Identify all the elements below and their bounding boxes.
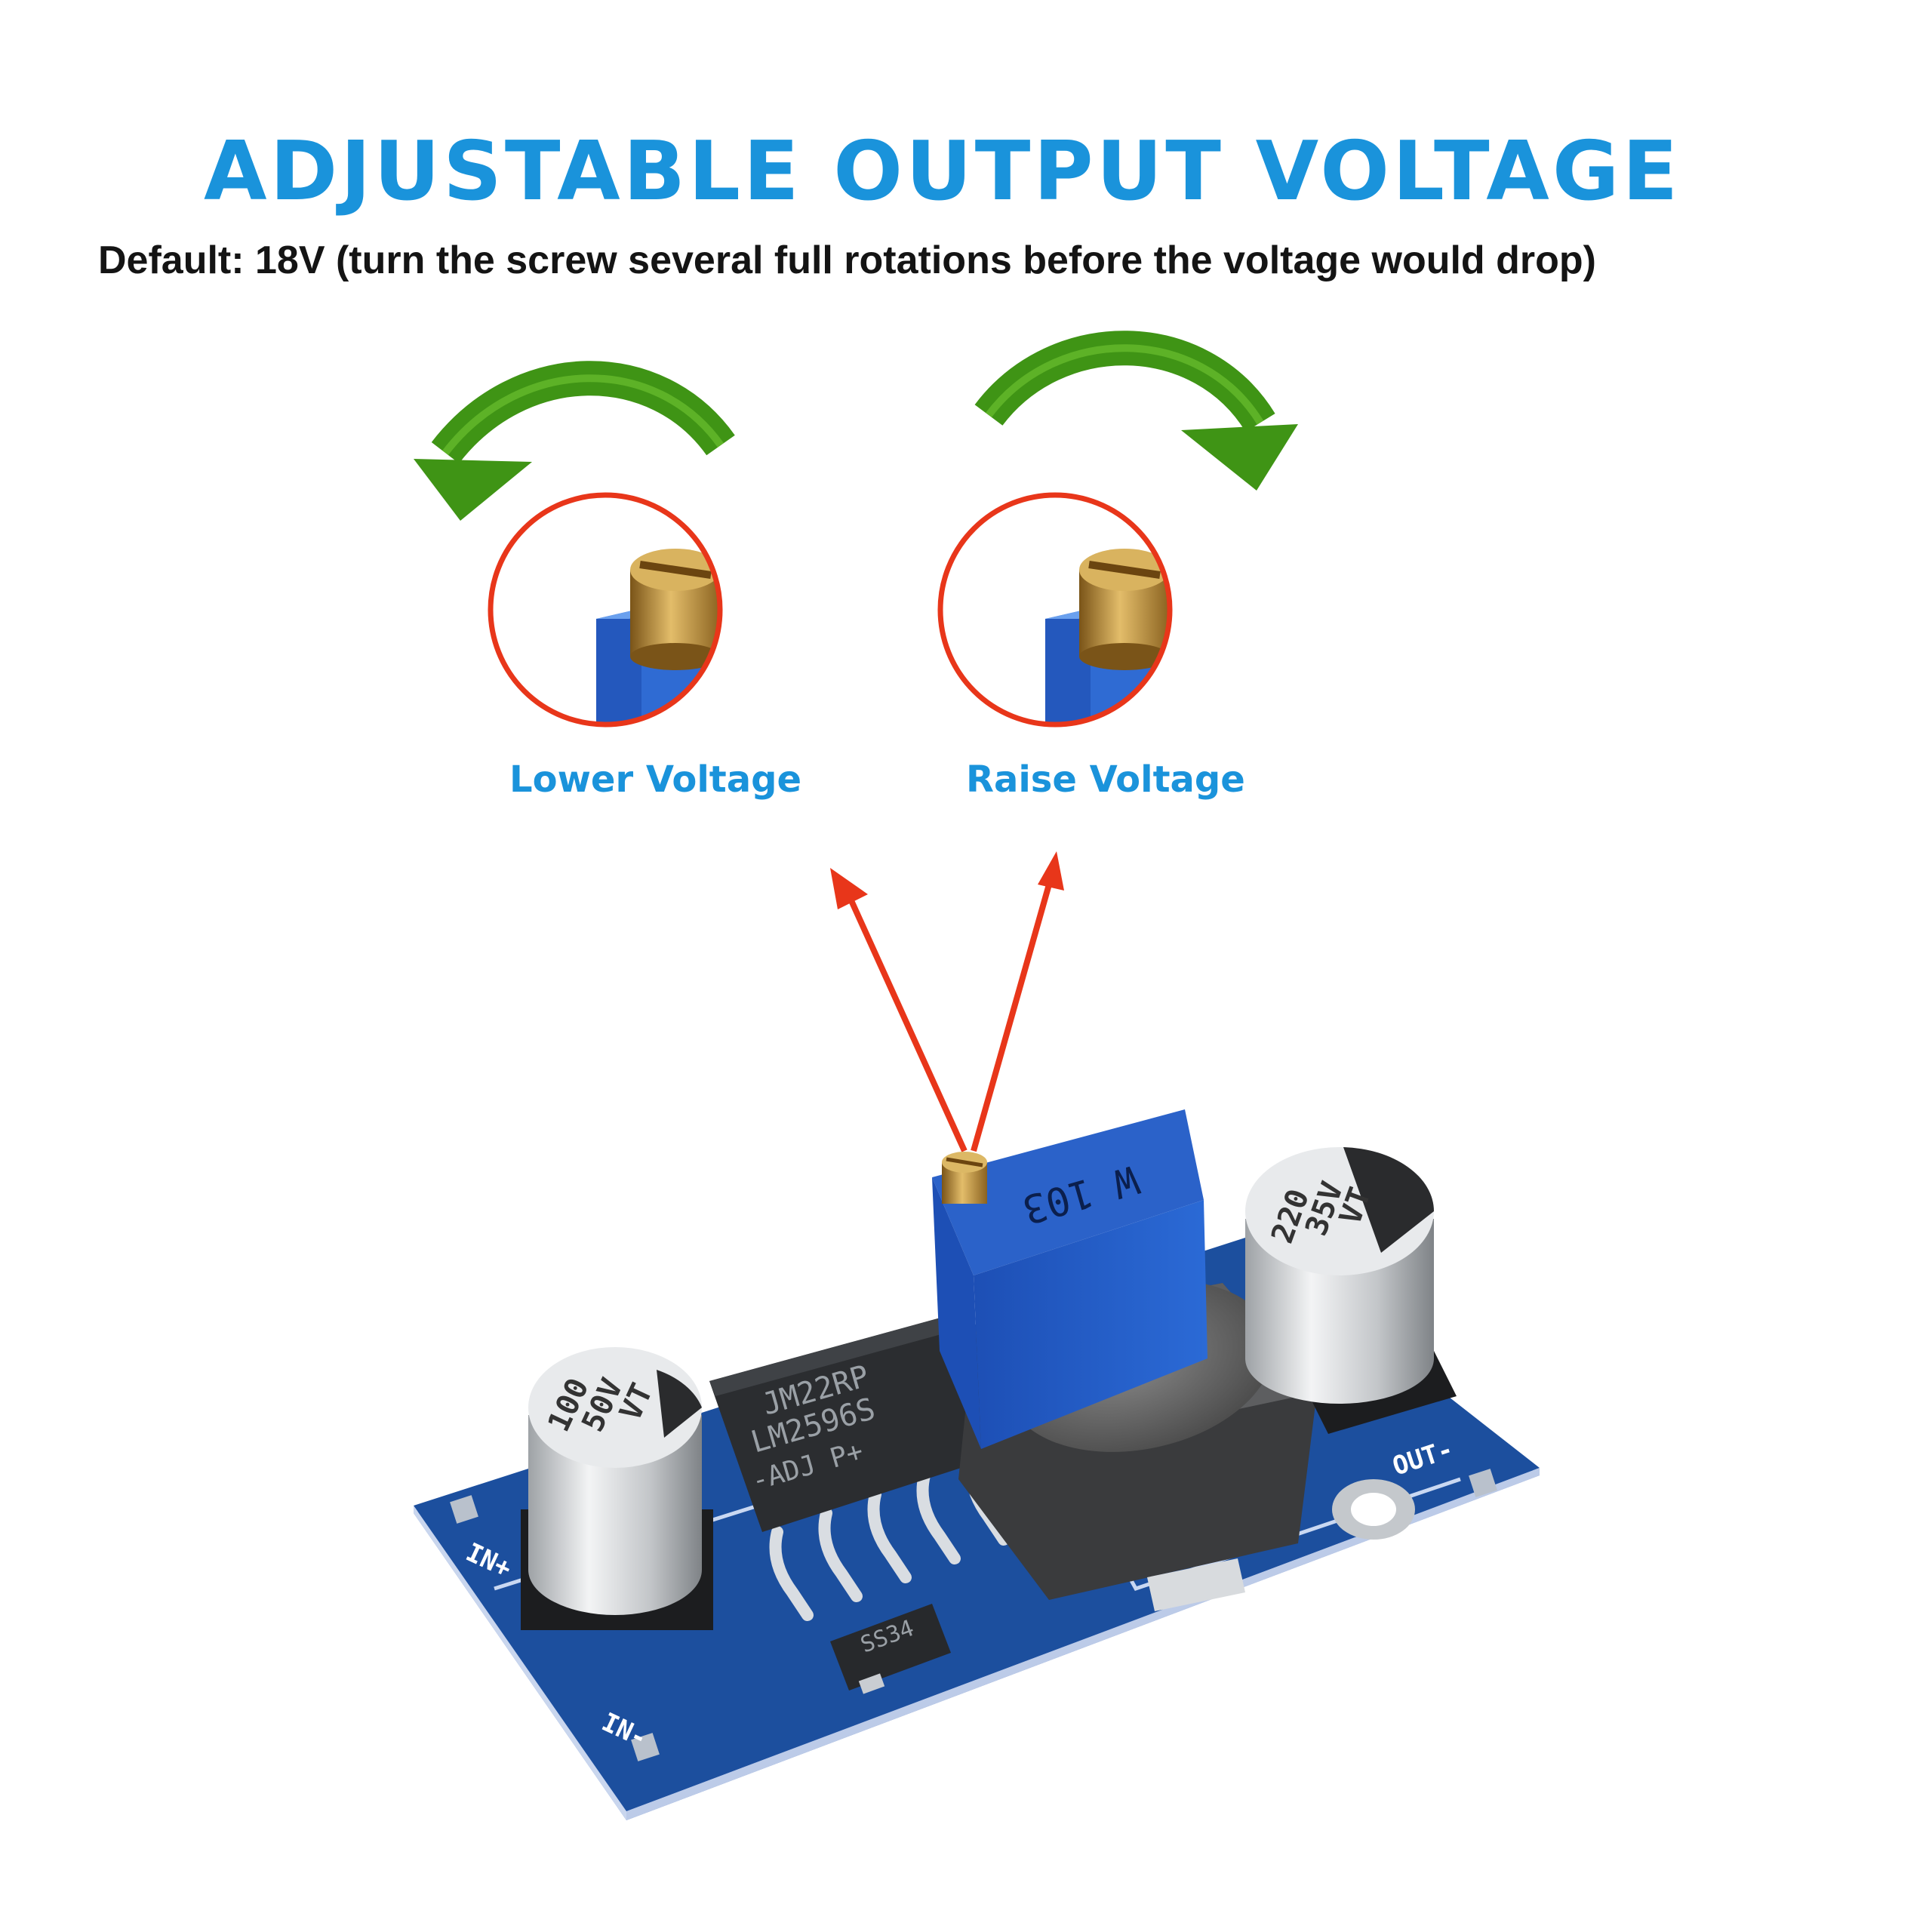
raise-voltage-zoom (937, 492, 1173, 728)
raise-voltage-label: Raise Voltage (966, 758, 1245, 801)
counterclockwise-arrow-icon (414, 361, 735, 521)
lower-voltage-zoom (488, 492, 723, 728)
page-title: ADJUSTABLE OUTPUT VOLTAGE (204, 125, 1681, 219)
trimpot: W 103 (932, 1109, 1208, 1449)
buck-converter-board: IN+ IN- OUT- JM22RP LM2596S -ADJ P+ SS34 (414, 1109, 1540, 1820)
pointer-arrows (830, 851, 1064, 1152)
schottky-diode: SS34 (830, 1604, 951, 1694)
clockwise-arrow-icon (974, 331, 1298, 491)
lower-voltage-label: Lower Voltage (509, 758, 802, 801)
regulator-ic: JM22RP LM2596S -ADJ P+ (709, 1317, 1010, 1621)
output-capacitor: 220 35V VT (1245, 1147, 1457, 1434)
input-capacitor: 100 50V VT (521, 1347, 713, 1630)
default-voltage-note: Default: 18V (turn the screw several ful… (98, 238, 1596, 282)
